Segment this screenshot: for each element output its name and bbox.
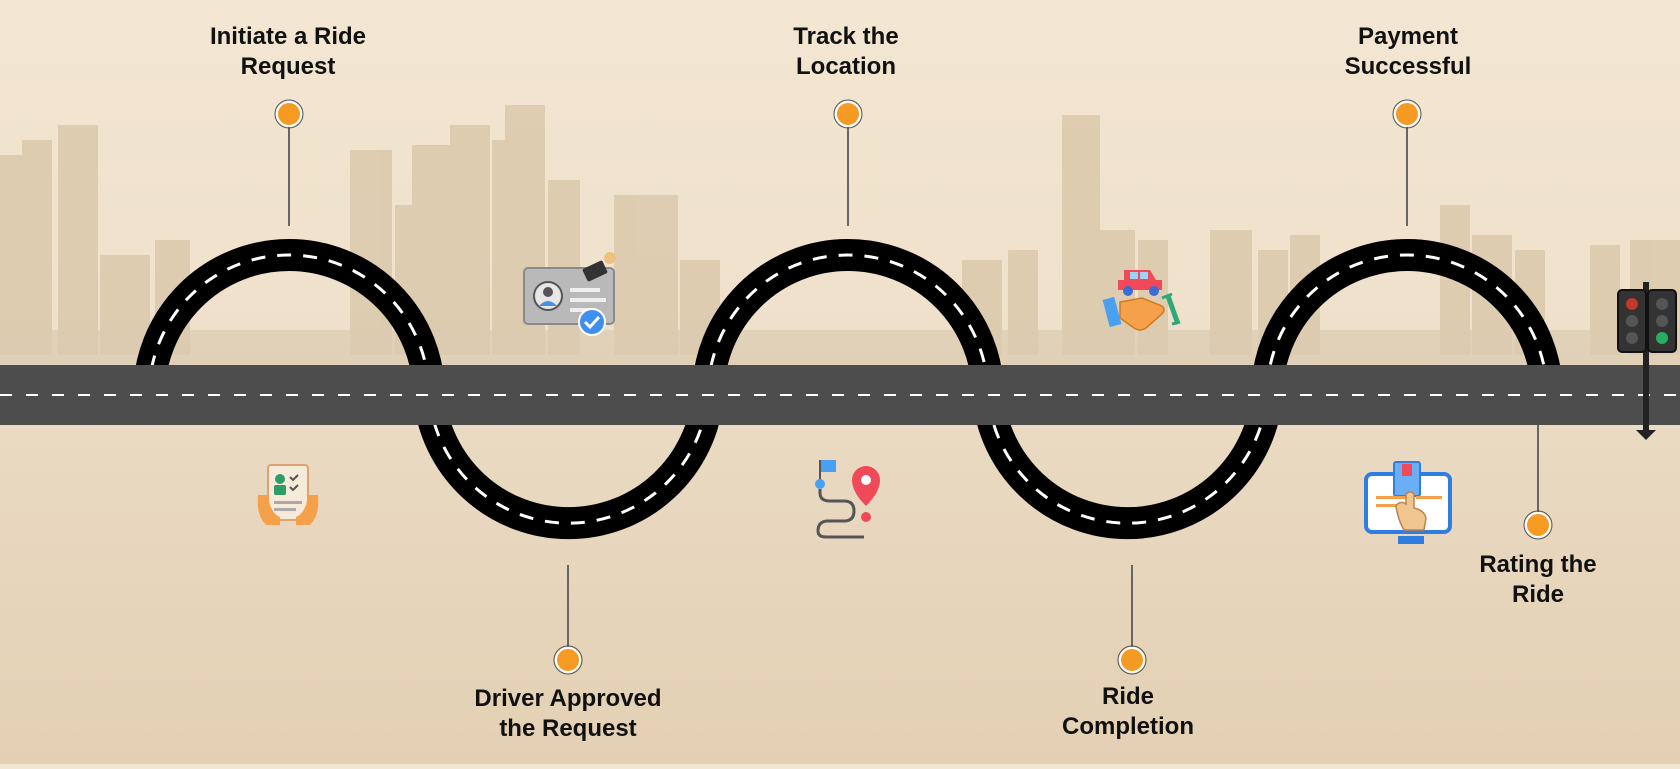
skyline-haze [0,330,1680,366]
step-markers [274,99,1553,675]
marker-ring-track [833,99,863,129]
step-label-payment: Payment Successful [1344,23,1472,80]
marker-ring-initiate [274,99,304,129]
road-lane-markings [147,253,1549,525]
route-location-pin-icon [815,460,880,539]
winding-road [133,239,1563,540]
step-label-driver-approved: Driver Approved the Request [474,685,662,742]
step-label-rating: Rating the Ride [1479,551,1597,608]
ride-request-form-icon [257,464,319,525]
marker-dot-payment [1394,101,1420,127]
step-label-initiate: Initiate a Ride Request [209,23,367,80]
driver-id-card-approved-icon [523,252,616,336]
marker-dot-initiate [276,101,302,127]
step-icons [257,252,1677,544]
marker-ring-rating [1523,510,1553,540]
highway [0,365,1680,425]
step-label-track: Track the Location [793,23,899,80]
marker-dot-rating [1525,512,1551,538]
marker-dot-track [835,101,861,127]
card-payment-tap-icon [1364,461,1452,544]
city-skyline [0,105,1680,355]
step-label-completion: Ride Completion [1062,683,1194,740]
marker-dot-driver-approved [555,647,581,673]
marker-dot-completion [1119,647,1145,673]
marker-ring-payment [1392,99,1422,129]
marker-ring-completion [1117,645,1147,675]
car-handshake-icon [1102,270,1181,331]
marker-ring-driver-approved [553,645,583,675]
traffic-light-icon [1617,282,1677,440]
